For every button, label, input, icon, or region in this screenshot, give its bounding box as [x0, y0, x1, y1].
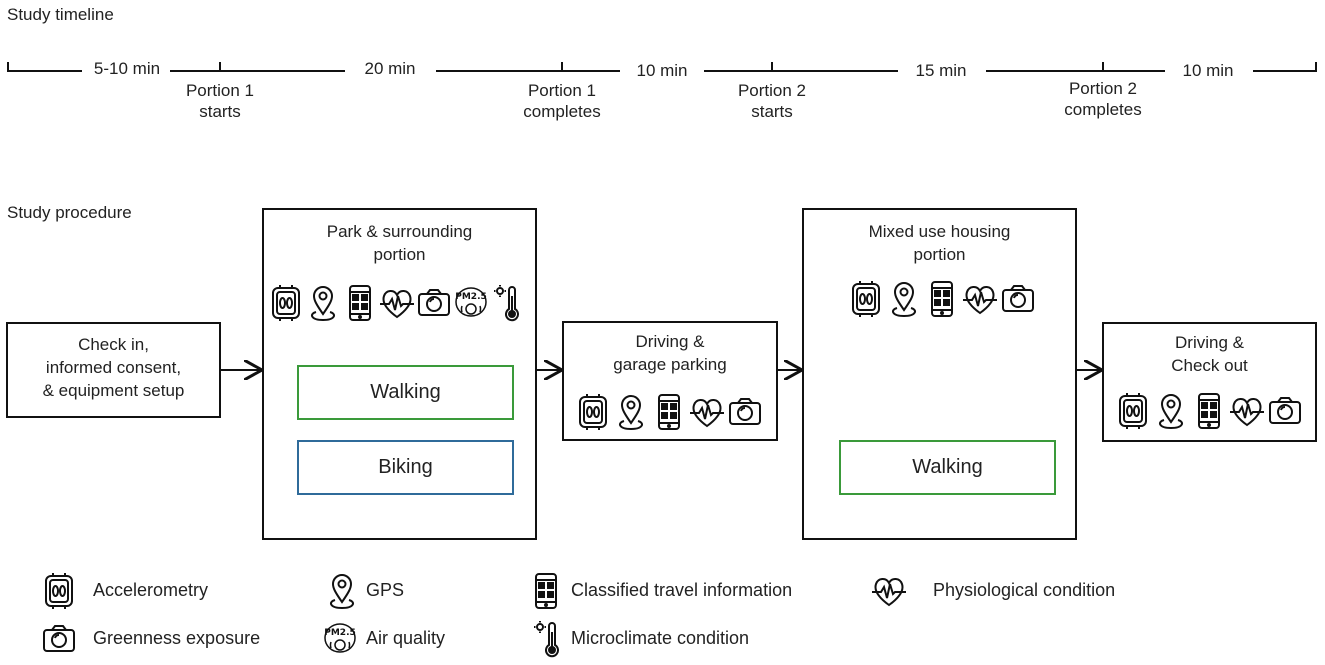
- physiological-icon: [689, 393, 725, 431]
- driving-garage-title: Driving & garage parking: [613, 332, 727, 374]
- mixed-use-icons: [849, 280, 1035, 318]
- accelerometry-icon: [576, 393, 610, 431]
- duration-label: 20 min: [364, 59, 416, 78]
- classified-travel-icon: [343, 284, 377, 322]
- microclimate-icon: [491, 284, 525, 322]
- duration-label: 15 min: [915, 61, 967, 80]
- accelerometry-icon: [849, 280, 883, 318]
- duration-label: 5-10 min: [93, 59, 161, 78]
- gps-icon: [614, 393, 648, 431]
- procedure-arrows: [221, 0, 1325, 560]
- physiological-icon: [871, 572, 907, 610]
- classified-travel-icon: [652, 393, 686, 431]
- accelerometry-icon: [42, 572, 76, 610]
- legend-label: GPS: [366, 580, 405, 600]
- microclimate-icon: [531, 620, 565, 658]
- park-portion-title: Park & surrounding portion: [326, 222, 473, 264]
- duration-label: 10 min: [636, 61, 688, 80]
- classified-travel-icon: [925, 280, 959, 318]
- gps-icon: [306, 284, 340, 322]
- mixed-use-portion-title: Mixed use housing portion: [868, 222, 1011, 264]
- greenness-icon: [417, 284, 451, 322]
- legend-label: Accelerometry: [93, 580, 209, 600]
- legend-label: Air quality: [366, 628, 446, 648]
- driving-checkout-title: Driving & Check out: [1171, 333, 1248, 375]
- physiological-icon: [379, 284, 415, 322]
- park-portion-box: Park & surrounding portion Walking Bikin…: [262, 208, 537, 540]
- walking-activity: Walking: [839, 440, 1056, 495]
- classified-travel-icon: [529, 572, 563, 610]
- procedure-heading: Study procedure: [7, 203, 132, 222]
- greenness-icon: [42, 620, 76, 658]
- duration-label: 10 min: [1182, 61, 1234, 80]
- timeline-heading: Study timeline: [7, 5, 114, 24]
- walking-activity: Walking: [297, 365, 514, 420]
- legend-label: Microclimate condition: [571, 628, 750, 648]
- accelerometry-icon: [1116, 392, 1150, 430]
- driving-checkout-box: Driving & Check out: [1102, 322, 1317, 442]
- legend-label: Classified travel information: [571, 580, 793, 600]
- greenness-icon: [1001, 280, 1035, 318]
- biking-activity: Biking: [297, 440, 514, 495]
- checkin-box: Check in, informed consent, & equipment …: [6, 322, 221, 418]
- gps-icon: [1154, 392, 1188, 430]
- gps-icon: [325, 572, 359, 610]
- park-icons: [269, 284, 525, 322]
- driving-garage-icons: [576, 393, 762, 431]
- air-quality-icon: [323, 620, 357, 658]
- greenness-icon: [728, 393, 762, 431]
- air-quality-icon: [454, 284, 488, 322]
- physiological-icon: [1229, 392, 1265, 430]
- timeline-axis: [7, 62, 1317, 72]
- mixed-use-portion-box: Mixed use housing portion Walking: [802, 208, 1077, 540]
- gps-icon: [887, 280, 921, 318]
- physiological-icon: [962, 280, 998, 318]
- driving-garage-box: Driving & garage parking: [562, 321, 778, 441]
- accelerometry-icon: [269, 284, 303, 322]
- checkin-text: Check in, informed consent, & equipment …: [42, 335, 185, 400]
- greenness-icon: [1268, 392, 1302, 430]
- driving-checkout-icons: [1116, 392, 1302, 430]
- classified-travel-icon: [1192, 392, 1226, 430]
- legend-label: Greenness exposure: [93, 628, 261, 648]
- legend-label: Physiological condition: [933, 580, 1116, 600]
